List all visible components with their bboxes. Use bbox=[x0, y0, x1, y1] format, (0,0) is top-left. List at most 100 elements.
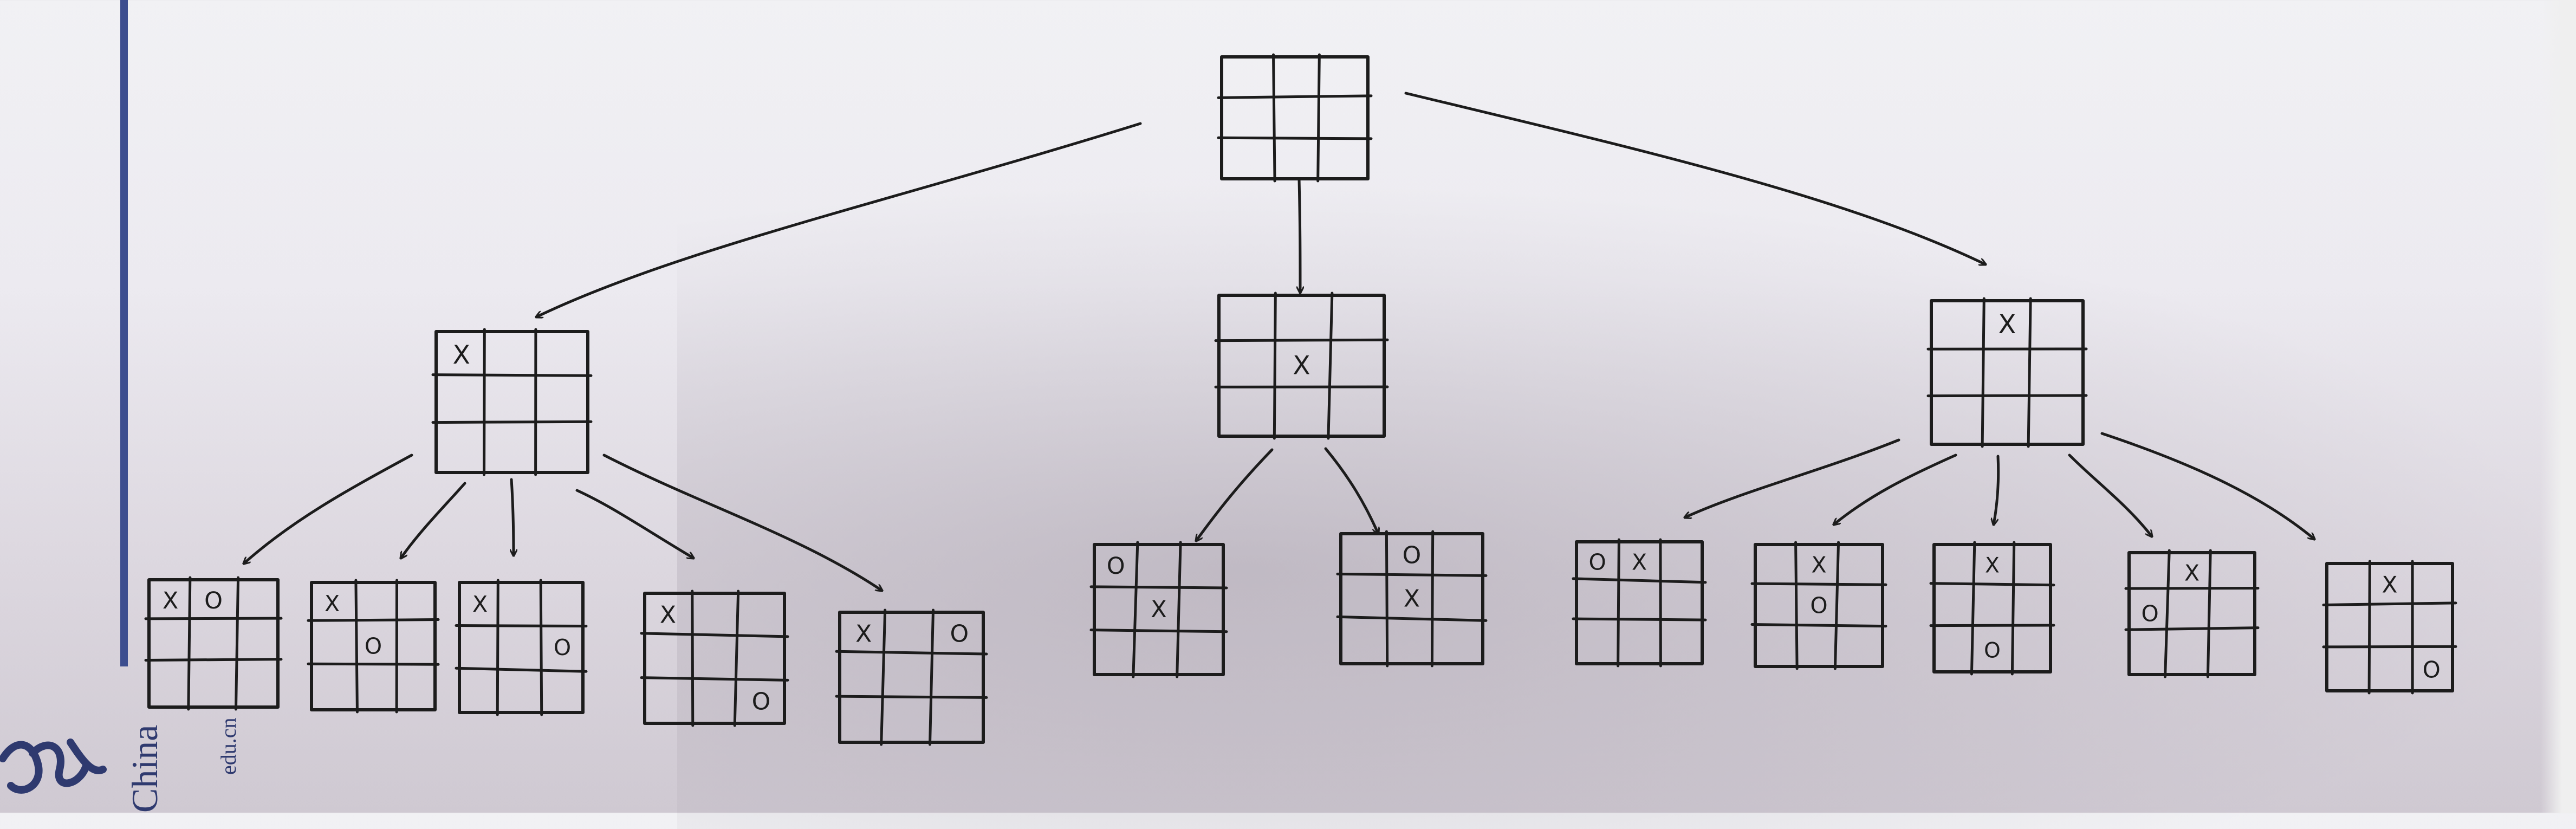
o-mark: O bbox=[365, 633, 382, 659]
edge-edge-to-edge-2 bbox=[1834, 455, 1956, 524]
grid-line-vertical bbox=[541, 580, 542, 715]
o-mark: O bbox=[2142, 601, 2159, 627]
grid-line-horizontal bbox=[1338, 574, 1486, 575]
grid-line-horizontal bbox=[1573, 619, 1705, 620]
grid-line-horizontal bbox=[1091, 587, 1227, 588]
grid-line-horizontal bbox=[641, 678, 788, 681]
grid-line-vertical bbox=[735, 591, 738, 726]
grid-line-vertical bbox=[2028, 299, 2030, 446]
grid-line-vertical bbox=[189, 578, 190, 709]
board-center-2: OX bbox=[1338, 532, 1486, 666]
o-mark: O bbox=[1589, 549, 1606, 575]
x-mark: X bbox=[1151, 596, 1166, 623]
grid-line-vertical bbox=[1328, 293, 1332, 438]
grid-line-horizontal bbox=[433, 375, 591, 376]
o-mark: O bbox=[1403, 542, 1422, 569]
x-mark: X bbox=[163, 587, 178, 614]
board-center: X bbox=[1216, 293, 1387, 438]
grid-line-vertical bbox=[1274, 293, 1275, 438]
x-mark: X bbox=[1632, 549, 1647, 575]
grid-line-vertical bbox=[2165, 550, 2170, 677]
grid-line-horizontal bbox=[2126, 628, 2258, 630]
grid-line-horizontal bbox=[641, 633, 788, 637]
board-corner-2: XO bbox=[308, 580, 438, 712]
o-mark: O bbox=[204, 587, 223, 614]
grid-line-vertical bbox=[2208, 550, 2210, 677]
edge-corner-to-corner-4 bbox=[577, 490, 693, 558]
grid-line-vertical bbox=[2369, 561, 2370, 693]
grid-line-vertical bbox=[1133, 542, 1138, 677]
board-edge-3: XO bbox=[1931, 542, 2054, 674]
edge-corner-to-corner-5 bbox=[604, 455, 882, 591]
grid-line-horizontal bbox=[2324, 646, 2456, 647]
edge-edge-to-edge-3 bbox=[1994, 456, 1998, 524]
edge-edge-to-edge-4 bbox=[2069, 455, 2152, 536]
grid-line-vertical bbox=[1835, 542, 1838, 669]
grid-line-vertical bbox=[1982, 299, 1984, 446]
edge-corner-to-corner-2 bbox=[401, 483, 465, 558]
x-mark: X bbox=[453, 340, 470, 370]
grid-line-vertical bbox=[1177, 542, 1180, 677]
x-mark: X bbox=[855, 620, 872, 648]
grid-line-vertical bbox=[356, 580, 358, 712]
board-corner: X bbox=[433, 329, 591, 475]
grid-line-vertical bbox=[1386, 532, 1387, 666]
grid-line-horizontal bbox=[836, 651, 987, 654]
grid-line-vertical bbox=[1318, 55, 1320, 181]
x-mark: X bbox=[660, 601, 676, 629]
edge-corner-to-corner-1 bbox=[244, 455, 412, 564]
grid-line-vertical bbox=[1274, 55, 1275, 181]
board-corner-4: XO bbox=[641, 591, 788, 726]
grid-line-horizontal bbox=[2126, 588, 2258, 589]
o-mark: O bbox=[1107, 553, 1125, 580]
o-mark: O bbox=[1984, 638, 2001, 663]
grid-line-vertical bbox=[1796, 542, 1798, 669]
edge-edge-to-edge-5 bbox=[2102, 433, 2314, 539]
grid-line-horizontal bbox=[2324, 603, 2456, 605]
grid-line-horizontal bbox=[1573, 579, 1705, 582]
grid-line-horizontal bbox=[1752, 584, 1886, 585]
grid-line-vertical bbox=[1618, 540, 1619, 666]
board-edge-5: XO bbox=[2324, 561, 2456, 693]
grid-line-vertical bbox=[692, 591, 693, 726]
edge-edge-to-edge-1 bbox=[1685, 440, 1899, 517]
o-mark: O bbox=[554, 634, 571, 660]
grid-line-vertical bbox=[484, 329, 485, 475]
x-mark: X bbox=[1404, 585, 1420, 613]
grid-line-horizontal bbox=[1931, 625, 2054, 626]
board-center-1: OX bbox=[1091, 542, 1227, 677]
grid-line-horizontal bbox=[1752, 625, 1886, 626]
edge-corner-to-corner-3 bbox=[511, 480, 514, 555]
grid-line-horizontal bbox=[146, 618, 281, 619]
grid-line-vertical bbox=[881, 610, 885, 744]
o-mark: O bbox=[1810, 593, 1827, 619]
x-mark: X bbox=[325, 591, 340, 617]
grid-line-horizontal bbox=[146, 659, 281, 660]
o-mark: O bbox=[950, 620, 969, 648]
grid-line-vertical bbox=[930, 610, 933, 744]
edge-center-to-center-1 bbox=[1196, 450, 1272, 541]
grid-line-vertical bbox=[236, 578, 238, 709]
x-mark: X bbox=[2382, 572, 2398, 598]
x-mark: X bbox=[472, 591, 488, 617]
board-outline bbox=[1222, 57, 1368, 179]
x-mark: X bbox=[1811, 552, 1826, 578]
board-root bbox=[1218, 55, 1371, 181]
board-edge-2: XO bbox=[1752, 542, 1886, 669]
grid-line-horizontal bbox=[836, 696, 987, 697]
x-mark: X bbox=[1293, 351, 1310, 381]
grid-line-horizontal bbox=[456, 668, 586, 671]
grid-line-horizontal bbox=[1218, 96, 1371, 98]
edge-root-to-center bbox=[1299, 179, 1300, 293]
grid-line-horizontal bbox=[308, 620, 438, 621]
grid-line-vertical bbox=[2012, 542, 2014, 674]
grid-line-horizontal bbox=[1218, 138, 1371, 139]
tree-edges bbox=[244, 93, 2314, 591]
x-mark: X bbox=[1998, 309, 2016, 340]
x-mark: X bbox=[2184, 560, 2199, 586]
edge-root-to-edge bbox=[1406, 93, 1985, 264]
